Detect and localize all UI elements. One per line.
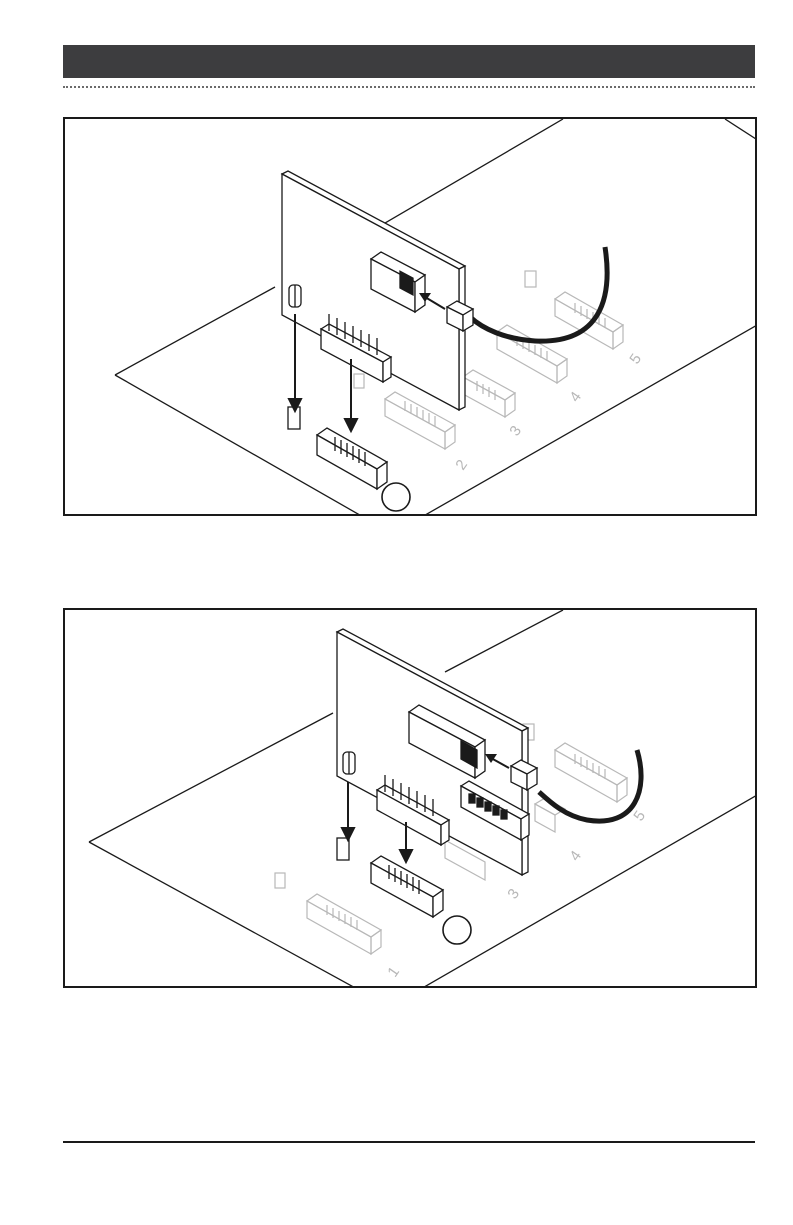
slot-1-header [307, 894, 381, 954]
slot-4-header [497, 325, 567, 383]
slot-label: 2 [452, 457, 471, 474]
slot-3-header [463, 370, 515, 417]
footer-rule [63, 1141, 755, 1143]
slot-label: 3 [504, 886, 523, 903]
figure-2-illustration: 1 3 4 5 [65, 610, 757, 988]
arrow-down-icon [400, 850, 412, 862]
slot-label: 4 [566, 848, 585, 865]
slot-label: 3 [506, 423, 525, 440]
figure-1-illustration: 2 3 4 5 [65, 119, 757, 516]
slot-label: 1 [384, 964, 403, 981]
slot-label: 4 [566, 389, 585, 406]
target-slot-2 [337, 838, 443, 917]
target-jumper-post [337, 838, 349, 860]
installation-figure-1: 2 3 4 5 [63, 117, 757, 516]
slot-label: 5 [630, 808, 649, 825]
slot-label: 5 [626, 351, 645, 368]
slot-5-header [555, 743, 627, 802]
slot-badge [443, 916, 471, 944]
section-header-bar [63, 45, 755, 78]
slot-2-clip [354, 374, 364, 388]
header-dotted-rule [63, 86, 755, 88]
slot-1-clip [275, 873, 285, 888]
arrow-down-icon [345, 419, 357, 431]
expansion-card [282, 171, 465, 410]
expansion-card [337, 629, 529, 875]
installation-figure-2: 1 3 4 5 [63, 608, 757, 988]
slot-badge [382, 483, 410, 511]
slot-number-labels: 2 3 4 5 [452, 351, 645, 474]
target-slot-1 [288, 407, 387, 489]
slot-5-clip [525, 271, 536, 287]
